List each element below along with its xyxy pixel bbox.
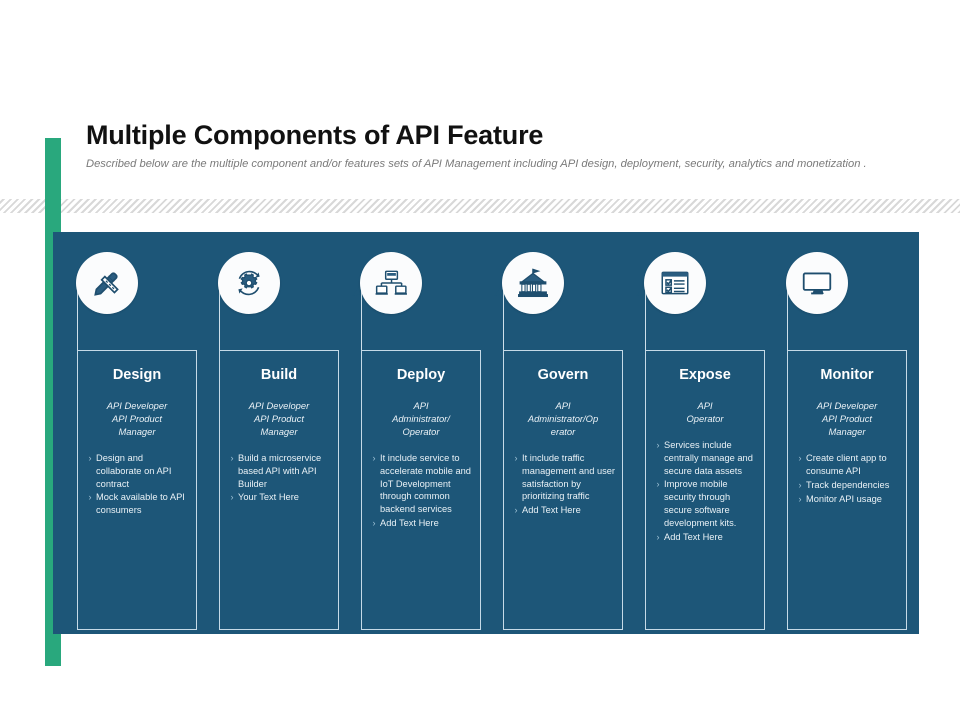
card-bullets: › Services include centrally manage and … bbox=[646, 439, 764, 544]
chevron-right-icon: › bbox=[798, 453, 802, 463]
chevron-right-icon: › bbox=[372, 453, 376, 463]
card-title: Build bbox=[260, 367, 298, 383]
bullet-text: Create client app to consume API bbox=[806, 453, 887, 476]
list-item: › Track dependencies bbox=[794, 479, 901, 492]
card-bullets: › It include service to accelerate mobil… bbox=[362, 452, 480, 530]
card-govern[interactable]: Govern API Administrator/Op erator › It … bbox=[503, 350, 623, 630]
card-bullets: › Create client app to consume API › Tra… bbox=[788, 452, 906, 506]
bullet-text: Track dependencies bbox=[806, 479, 890, 490]
card-title: Expose bbox=[679, 367, 731, 383]
card-build[interactable]: Build API Developer API Product Manager … bbox=[219, 350, 339, 630]
card-monitor[interactable]: Monitor API Developer API Product Manage… bbox=[787, 350, 907, 630]
bullet-text: Mock available to API consumers bbox=[96, 492, 185, 516]
component-column-expose: Expose API Operator › Services include c… bbox=[629, 232, 771, 634]
list-item: › It include traffic management and user… bbox=[510, 452, 617, 503]
network-nodes-icon bbox=[360, 252, 422, 314]
chevron-right-icon: › bbox=[230, 492, 234, 503]
chevron-right-icon: › bbox=[230, 453, 234, 463]
slide-header: Multiple Components of API Feature Descr… bbox=[0, 0, 960, 196]
card-design[interactable]: Design API Developer API Product Manager… bbox=[77, 350, 197, 630]
bullet-text: Add Text Here bbox=[664, 531, 723, 542]
chevron-right-icon: › bbox=[514, 505, 518, 516]
card-role: API Developer API Product Manager bbox=[106, 400, 168, 437]
bullet-text: Add Text Here bbox=[522, 505, 581, 516]
list-item: › Create client app to consume API bbox=[794, 452, 901, 478]
bullet-text: Your Text Here bbox=[238, 492, 299, 503]
card-role: API Operator bbox=[686, 400, 724, 424]
chevron-right-icon: › bbox=[798, 493, 802, 504]
chevron-right-icon: › bbox=[88, 492, 92, 503]
list-item: › Your Text Here bbox=[226, 491, 333, 504]
page-subtitle: Described below are the multiple compone… bbox=[86, 158, 867, 170]
list-item: › Design and collaborate on API contract bbox=[84, 452, 191, 490]
chevron-right-icon: › bbox=[88, 453, 92, 463]
connector-line bbox=[787, 290, 788, 352]
chevron-right-icon: › bbox=[656, 479, 660, 490]
card-bullets: › Build a microservice based API with AP… bbox=[220, 452, 338, 504]
card-deploy[interactable]: Deploy API Administrator/ Operator › It … bbox=[361, 350, 481, 630]
chevron-right-icon: › bbox=[656, 440, 660, 450]
bullet-text: Add Text Here bbox=[380, 517, 439, 528]
card-role: API Developer API Product Manager bbox=[248, 400, 310, 437]
list-item: › Monitor API usage bbox=[794, 493, 901, 506]
government-building-icon bbox=[502, 252, 564, 314]
connector-line bbox=[77, 290, 78, 352]
desktop-monitor-icon bbox=[786, 252, 848, 314]
bullet-text: Improve mobile security through secure s… bbox=[664, 479, 737, 528]
connector-line bbox=[361, 290, 362, 352]
page-title: Multiple Components of API Feature bbox=[86, 120, 544, 150]
list-item: › Build a microservice based API with AP… bbox=[226, 452, 333, 490]
component-column-govern: Govern API Administrator/Op erator › It … bbox=[487, 232, 629, 634]
card-bullets: › It include traffic management and user… bbox=[504, 452, 622, 517]
list-item: › Add Text Here bbox=[368, 517, 475, 530]
card-title: Govern bbox=[537, 367, 589, 383]
card-role: API Administrator/Op erator bbox=[527, 400, 599, 437]
gear-refresh-icon bbox=[218, 252, 280, 314]
pencil-ruler-icon bbox=[76, 252, 138, 314]
list-item: › Add Text Here bbox=[652, 531, 759, 544]
bullet-text: Build a microservice based API with API … bbox=[238, 453, 322, 489]
bullet-text: It include service to accelerate mobile … bbox=[380, 453, 471, 515]
list-item: › Add Text Here bbox=[510, 504, 617, 517]
chevron-right-icon: › bbox=[514, 453, 518, 463]
component-column-design: Design API Developer API Product Manager… bbox=[61, 232, 203, 634]
connector-line bbox=[219, 290, 220, 352]
card-role: API Administrator/ Operator bbox=[392, 400, 450, 437]
card-title: Deploy bbox=[396, 367, 446, 383]
card-title: Monitor bbox=[820, 367, 874, 383]
bullet-text: Design and collaborate on API contract bbox=[96, 453, 172, 489]
connector-line bbox=[645, 290, 646, 352]
card-role: API Developer API Product Manager bbox=[816, 400, 878, 437]
list-item: › Services include centrally manage and … bbox=[652, 439, 759, 477]
card-bullets: › Design and collaborate on API contract… bbox=[78, 452, 196, 517]
connector-line bbox=[503, 290, 504, 352]
component-column-build: Build API Developer API Product Manager … bbox=[203, 232, 345, 634]
list-item: › It include service to accelerate mobil… bbox=[368, 452, 475, 516]
list-item: › Mock available to API consumers bbox=[84, 491, 191, 517]
checklist-form-icon bbox=[644, 252, 706, 314]
list-item: › Improve mobile security through secure… bbox=[652, 478, 759, 529]
component-column-deploy: Deploy API Administrator/ Operator › It … bbox=[345, 232, 487, 634]
component-column-monitor: Monitor API Developer API Product Manage… bbox=[771, 232, 913, 634]
card-expose[interactable]: Expose API Operator › Services include c… bbox=[645, 350, 765, 630]
hatched-divider bbox=[0, 199, 960, 213]
bullet-text: Monitor API usage bbox=[806, 493, 882, 504]
components-panel: Design API Developer API Product Manager… bbox=[53, 232, 919, 634]
chevron-right-icon: › bbox=[372, 517, 376, 528]
bullet-text: Services include centrally manage and se… bbox=[664, 440, 753, 476]
bullet-text: It include traffic management and user s… bbox=[522, 453, 616, 502]
chevron-right-icon: › bbox=[656, 531, 660, 542]
chevron-right-icon: › bbox=[798, 479, 802, 490]
card-title: Design bbox=[112, 367, 162, 383]
